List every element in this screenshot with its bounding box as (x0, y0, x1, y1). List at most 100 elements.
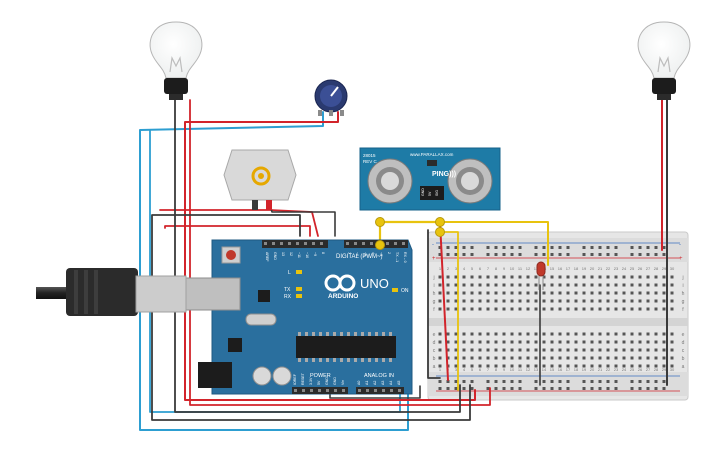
breadboard-hole (638, 291, 642, 295)
breadboard-hole (662, 348, 666, 352)
power-label: POWER (310, 373, 331, 379)
breadboard-hole (526, 332, 530, 336)
breadboard-hole (630, 348, 634, 352)
breadboard-hole (486, 356, 490, 360)
breadboard-hole (582, 332, 586, 336)
header-analog (356, 387, 404, 394)
breadboard-holes (438, 246, 674, 390)
potentiometer[interactable] (314, 79, 348, 116)
rail-hole (614, 380, 618, 383)
breadboard-hole (454, 275, 458, 279)
breadboard-hole (478, 291, 482, 295)
breadboard-hole (526, 283, 530, 287)
breadboard-hole (470, 299, 474, 303)
row-label: f (682, 307, 684, 313)
column-label-bottom: 9 (503, 367, 506, 372)
breadboard-hole (638, 348, 642, 352)
breadboard-hole (438, 332, 442, 336)
breadboard-hole (582, 340, 586, 344)
breadboard-hole (542, 348, 546, 352)
breadboard-hole (526, 340, 530, 344)
wire-black-bulb-left (174, 99, 461, 413)
breadboard-hole (462, 332, 466, 336)
arduino-logo (324, 274, 356, 292)
breadboard-hole (438, 364, 442, 368)
header-pin (310, 389, 313, 392)
breadboard-hole (606, 307, 610, 311)
breadboard-hole (574, 332, 578, 336)
rail-hole (438, 387, 442, 390)
breadboard-hole (534, 348, 538, 352)
breadboard-hole (630, 364, 634, 368)
breadboard-hole (574, 340, 578, 344)
breadboard-hole (646, 307, 650, 311)
breadboard-hole (558, 283, 562, 287)
breadboard-hole (622, 307, 626, 311)
breadboard-hole (566, 291, 570, 295)
header-pin (362, 242, 365, 245)
breadboard-hole (574, 291, 578, 295)
rail-hole (590, 246, 594, 249)
breadboard-hole (510, 348, 514, 352)
breadboard-hole (622, 275, 626, 279)
junction-4 (435, 227, 445, 237)
pin-label: 13 (281, 252, 285, 256)
breadboard-hole (510, 307, 514, 311)
pin-label: AREF (265, 252, 269, 262)
rail-hole (518, 387, 522, 390)
rail-hole (494, 387, 498, 390)
column-label-top: 1 (439, 266, 442, 271)
chip-legs (298, 332, 392, 362)
breadboard-hole (502, 283, 506, 287)
column-label-top: 27 (646, 266, 651, 271)
breadboard-hole (486, 283, 490, 287)
header-pin (280, 242, 283, 245)
breadboard-hole (518, 275, 522, 279)
column-label-top: 10 (510, 266, 515, 271)
breadboard-hole (542, 364, 546, 368)
breadboard-hole (662, 291, 666, 295)
led-tx (296, 287, 302, 291)
sensor-pin-label: SIG (435, 190, 439, 196)
header-pin (304, 242, 307, 245)
header-pin (342, 389, 345, 392)
breadboard-hole (670, 291, 674, 295)
row-label: b (433, 356, 436, 362)
breadboard-hole (510, 275, 514, 279)
row-label: j (681, 275, 683, 281)
rail-hole (654, 246, 658, 249)
column-label-top: 19 (582, 266, 587, 271)
breadboard-hole (598, 283, 602, 287)
filament-left (169, 56, 183, 73)
breadboard-hole (614, 299, 618, 303)
breadboard-hole (550, 307, 554, 311)
rail-hole (558, 380, 562, 383)
breadboard-hole (502, 291, 506, 295)
breadboard-hole (550, 291, 554, 295)
breadboard-hole (446, 299, 450, 303)
rail-hole (582, 246, 586, 249)
rail-hole (446, 380, 450, 383)
breadboard-hole (526, 291, 530, 295)
breadboard-hole (638, 307, 642, 311)
pin-label: RX←0 (403, 252, 407, 263)
atmega-chip (296, 336, 396, 358)
pin-label: A1 (365, 381, 369, 385)
breadboard-hole (550, 299, 554, 303)
breadboard-hole (582, 283, 586, 287)
rail-hole (550, 380, 554, 383)
breadboard-hole (582, 275, 586, 279)
rail-hole (550, 253, 554, 256)
column-label-bottom: 26 (638, 367, 643, 372)
column-label-bottom: 30 (670, 367, 675, 372)
sensor-part: 28015 (363, 153, 376, 158)
bulb-base-left (164, 78, 188, 94)
breadboard-hole (550, 364, 554, 368)
rail-hole (582, 380, 586, 383)
wire-yellow-led (439, 221, 549, 266)
pin-label: A4 (389, 381, 393, 385)
rail-hole (606, 246, 610, 249)
rail-hole (534, 387, 538, 390)
cable-wire (36, 287, 68, 299)
column-label-bottom: 29 (662, 367, 667, 372)
